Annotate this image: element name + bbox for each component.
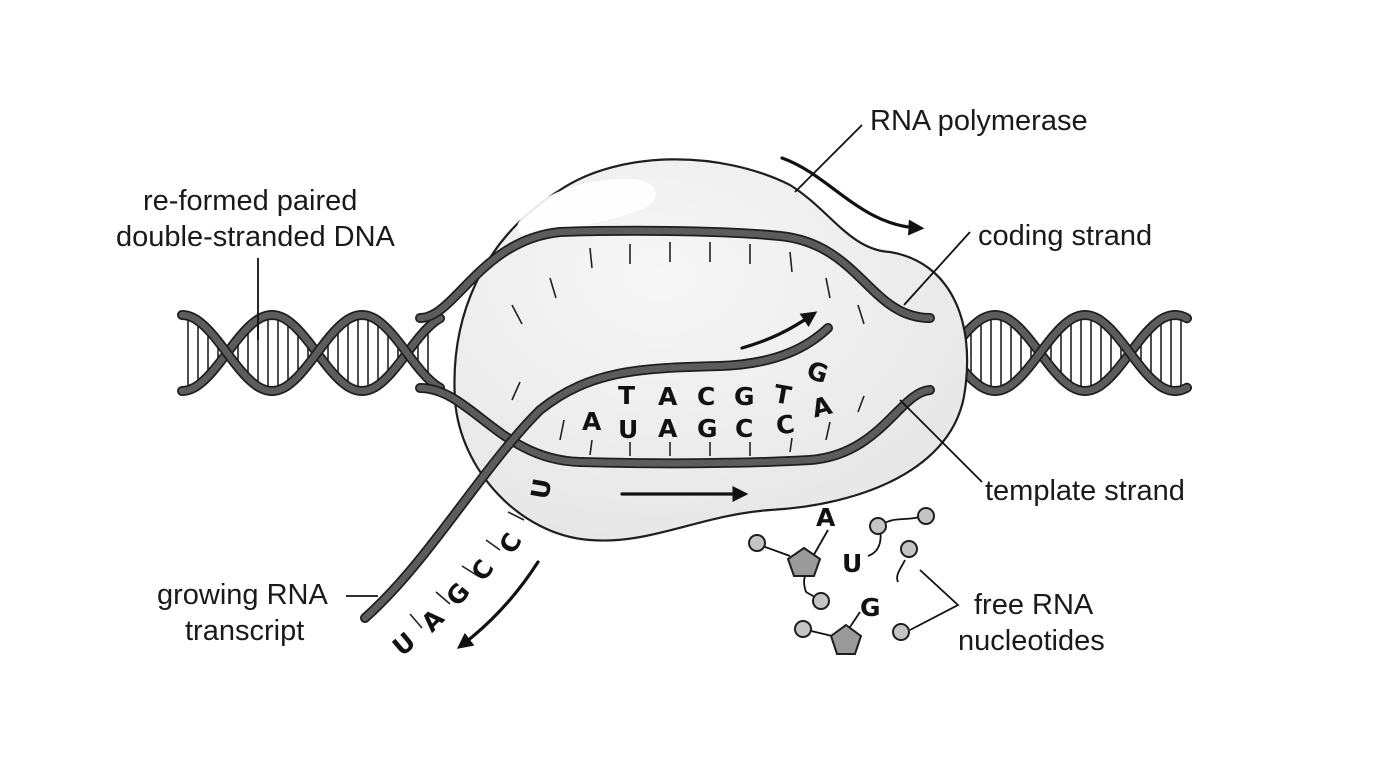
template-strand-tick — [559, 419, 565, 441]
template-base: G — [734, 382, 755, 411]
polymerase-direction-arrow — [780, 156, 925, 236]
template-base: T — [772, 379, 794, 411]
leader-free-nucleotides — [909, 569, 960, 631]
template-strand-tick — [511, 381, 521, 401]
transcript-base: C — [494, 528, 528, 558]
left-dna-helix — [177, 309, 445, 397]
free-base: U — [842, 549, 862, 578]
label-free-nucleotides-line1: free RNA — [974, 589, 1094, 621]
free-rna-nucleotides: A U G — [748, 503, 935, 655]
label-rna-polymerase: RNA polymerase — [870, 105, 1088, 137]
template-strand-tick — [589, 439, 593, 456]
template-base: A — [658, 382, 678, 411]
rna-base: C — [774, 409, 796, 440]
transcript-tick — [485, 539, 501, 551]
coding-strand-tick — [789, 251, 793, 273]
transcript-tick — [461, 565, 479, 577]
label-reformed-dna-line1: re-formed paired — [143, 185, 357, 217]
dna-backbone — [178, 311, 444, 395]
transcript-base: U — [525, 476, 557, 501]
polymerase-highlight — [517, 179, 656, 236]
coding-strand-tick — [857, 304, 865, 325]
template-strand-tick — [789, 437, 793, 453]
label-free-nucleotides-line2: nucleotides — [958, 625, 1105, 657]
rna-base: U — [618, 415, 638, 444]
dna-backbone-outline — [177, 309, 445, 397]
label-coding-strand: coding strand — [978, 220, 1152, 252]
phosphate-circle — [917, 507, 935, 525]
transcript-rungs — [409, 511, 525, 629]
coding-strand-arc — [415, 225, 935, 323]
growing-rna-strand — [360, 323, 833, 623]
leader-coding-strand — [903, 231, 971, 306]
coding-strand-tick — [549, 277, 557, 299]
transcript-base-letters: U C C G A U — [387, 476, 557, 662]
label-growing-rna-line1: growing RNA — [157, 579, 328, 611]
template-base-letters: T A C G T G — [618, 355, 832, 411]
rna-base: C — [735, 414, 753, 443]
transcript-tick — [507, 511, 525, 521]
rna-base: A — [658, 414, 678, 443]
template-strand-arc — [415, 383, 935, 469]
phosphate-circle — [812, 592, 830, 610]
rna-base-letters: A U A G C C A — [582, 390, 835, 444]
bubble-rungs — [511, 242, 865, 456]
phosphate-circle — [869, 517, 887, 535]
transcript-base: U — [387, 627, 421, 662]
transcript-base: A — [416, 603, 451, 638]
phosphate-circle — [892, 623, 910, 641]
transcript-exit-arrow — [456, 560, 540, 649]
transcript-tick — [409, 613, 423, 629]
transcript-tick — [435, 591, 451, 605]
ribose-pentagon — [829, 623, 863, 655]
coding-strand-tick — [825, 277, 831, 299]
phosphate-circle — [748, 534, 766, 552]
coding-strand-tick — [511, 304, 523, 325]
label-template-strand: template strand — [985, 475, 1185, 507]
template-strand-tick — [825, 421, 831, 441]
template-base: C — [697, 382, 715, 411]
label-reformed-dna-line2: double-stranded DNA — [116, 221, 396, 253]
transcript-base: C — [465, 554, 499, 586]
label-growing-rna-line2: transcript — [185, 615, 304, 647]
leader-template-strand — [899, 399, 983, 483]
rna-base: G — [697, 414, 718, 443]
phosphate-circle — [900, 540, 918, 558]
coding-strand-tick — [589, 247, 593, 269]
rna-synthesis-arrow — [740, 311, 818, 350]
free-base: G — [860, 593, 881, 622]
phosphate-circle — [794, 620, 812, 638]
template-strand-tick — [857, 395, 865, 413]
rna-base: A — [582, 407, 602, 436]
leader-rna-polymerase — [794, 124, 863, 193]
ribose-pentagon — [786, 546, 822, 577]
free-base: A — [816, 503, 836, 532]
template-base: T — [618, 381, 635, 410]
transcript-base: G — [440, 577, 475, 611]
